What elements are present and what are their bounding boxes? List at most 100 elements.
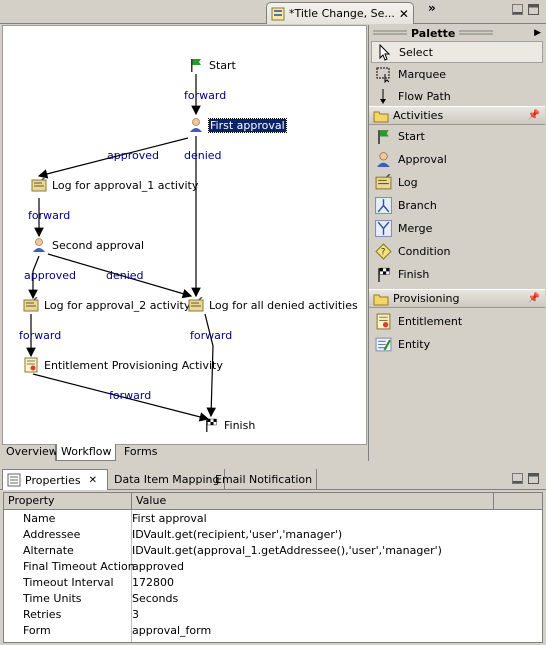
property-value[interactable]: approval_form [132,624,212,637]
palette-item-entity[interactable]: Entity [371,333,543,355]
minimize-button[interactable] [512,473,523,487]
palette: Palette ▶ Select Marquee Flow Path Activ… [368,25,545,461]
property-value[interactable]: 172800 [132,576,174,589]
table-row[interactable]: Time Units Seconds [4,591,542,607]
palette-item-condition[interactable]: ? Condition [371,240,543,262]
minimize-button[interactable] [512,4,523,15]
edge-label-denied[interactable]: denied [106,269,144,282]
palette-item-merge[interactable]: Merge [371,217,543,239]
table-row[interactable]: Retries 3 [4,607,542,623]
edge-label-forward[interactable]: forward [28,209,71,222]
palette-header[interactable]: Palette ▶ [369,25,545,41]
marquee-icon [376,67,390,83]
approval-icon [377,151,390,167]
node-entitlement-provisioning[interactable]: Entitlement Provisioning Activity [23,357,223,373]
palette-item-label: Entity [398,337,431,351]
property-value[interactable]: First approval [132,512,207,525]
palette-item-label: Approval [398,152,447,166]
workflow-canvas[interactable]: forward approved denied forward approved… [2,25,367,445]
table-row[interactable]: Form approval_form [4,623,542,639]
palette-drawer-provisioning[interactable]: Provisioning 📌 [369,289,545,308]
close-icon[interactable]: ✕ [398,6,409,21]
tab-properties[interactable]: Properties ✕ [2,469,108,490]
palette-drawer-activities[interactable]: Activities 📌 [369,106,545,125]
pin-icon[interactable]: 📌 [527,110,540,121]
edge-label-forward[interactable]: forward [109,389,152,402]
column-header-filler [494,493,542,510]
property-value[interactable]: IDVault.get(recipient,'user','manager') [132,528,343,541]
table-row[interactable]: Timeout Interval 172800 [4,575,542,591]
edge-label-denied[interactable]: denied [184,149,222,162]
palette-item-label: Entitlement [398,314,463,328]
property-name: Timeout Interval [23,576,114,589]
node-first-approval[interactable]: First approval [188,117,287,133]
edge-label-forward[interactable]: forward [184,89,227,102]
condition-icon: ? [375,242,392,260]
property-value[interactable]: Seconds [132,592,179,605]
tab-overflow-chevron-icon[interactable]: » [428,1,436,15]
pin-icon[interactable]: 📌 [527,293,540,304]
edge-label-approved[interactable]: approved [24,269,76,282]
palette-collapse-icon[interactable]: ▶ [534,28,541,38]
palette-item-entitlement[interactable]: Entitlement [371,310,543,332]
edge-label-forward[interactable]: forward [190,329,233,342]
log-icon [23,297,39,312]
maximize-button[interactable] [528,473,539,487]
grip-icon [373,30,407,35]
edge-label-forward[interactable]: forward [19,329,62,342]
select-arrow-icon [379,43,391,61]
palette-item-branch[interactable]: Branch [371,194,543,216]
edge-ent-finish [32,373,210,422]
property-value[interactable]: IDVault.get(approval_1.getAddressee(),'u… [132,544,442,557]
start-flag-icon [191,59,201,72]
property-name: Time Units [23,592,82,605]
svg-text:?: ? [381,247,386,257]
approval-icon [33,238,45,252]
node-second-approval[interactable]: Second approval [31,237,144,253]
entitlement-icon [24,357,38,373]
property-name: Alternate [23,544,74,557]
palette-item-start[interactable]: Start [371,125,543,147]
column-header-property[interactable]: Property [4,493,132,510]
node-label: Start [209,58,236,72]
table-row[interactable]: Name First approval [4,511,542,527]
palette-tool-marquee[interactable]: Marquee [371,63,543,85]
entity-icon [375,337,392,351]
tab-label: Forms [124,445,158,458]
table-row[interactable]: Alternate IDVault.get(approval_1.getAddr… [4,543,542,559]
palette-tool-select[interactable]: Select [371,41,543,63]
palette-item-approval[interactable]: Approval [371,148,543,170]
property-value[interactable]: 3 [132,608,139,621]
palette-item-label: Start [398,129,425,143]
palette-item-label: Marquee [398,67,447,81]
node-finish[interactable]: Finish [203,417,255,433]
node-log-approval-1[interactable]: Log for approval_1 activity [31,177,198,193]
column-header-value[interactable]: Value [132,493,494,510]
tab-forms[interactable]: Forms [120,444,166,461]
start-flag-icon [378,129,389,144]
folder-open-icon [373,111,389,122]
tab-email-notification[interactable]: Email Notification [211,469,318,490]
tab-overview[interactable]: Overview [2,444,58,461]
approval-icon [190,118,202,132]
editor-tab-title-change[interactable]: *Title Change, Se... ✕ [266,2,414,24]
palette-tool-flow-path[interactable]: Flow Path [371,85,543,107]
palette-item-log[interactable]: Log [371,171,543,193]
palette-item-label: Finish [398,267,430,281]
close-icon[interactable]: ✕ [88,474,97,486]
node-log-denied[interactable]: Log for all denied activities [188,297,358,313]
tab-workflow[interactable]: Workflow [56,444,116,461]
maximize-button[interactable] [528,4,539,15]
property-name: Form [23,624,51,637]
node-label: Second approval [52,238,145,252]
palette-item-label: Merge [398,221,433,235]
table-row[interactable]: Addressee IDVault.get(recipient,'user','… [4,527,542,543]
node-start[interactable]: Start [188,57,236,73]
node-log-approval-2[interactable]: Log for approval_2 activity [23,297,190,313]
property-value[interactable]: approved [132,560,184,573]
tab-data-item-mapping[interactable]: Data Item Mapping [110,469,225,490]
edge-label-approved[interactable]: approved [107,149,159,162]
table-row[interactable]: Final Timeout Action approved [4,559,542,575]
editor-tabbar: *Title Change, Se... ✕ » [0,0,546,24]
palette-item-finish[interactable]: Finish [371,263,543,285]
